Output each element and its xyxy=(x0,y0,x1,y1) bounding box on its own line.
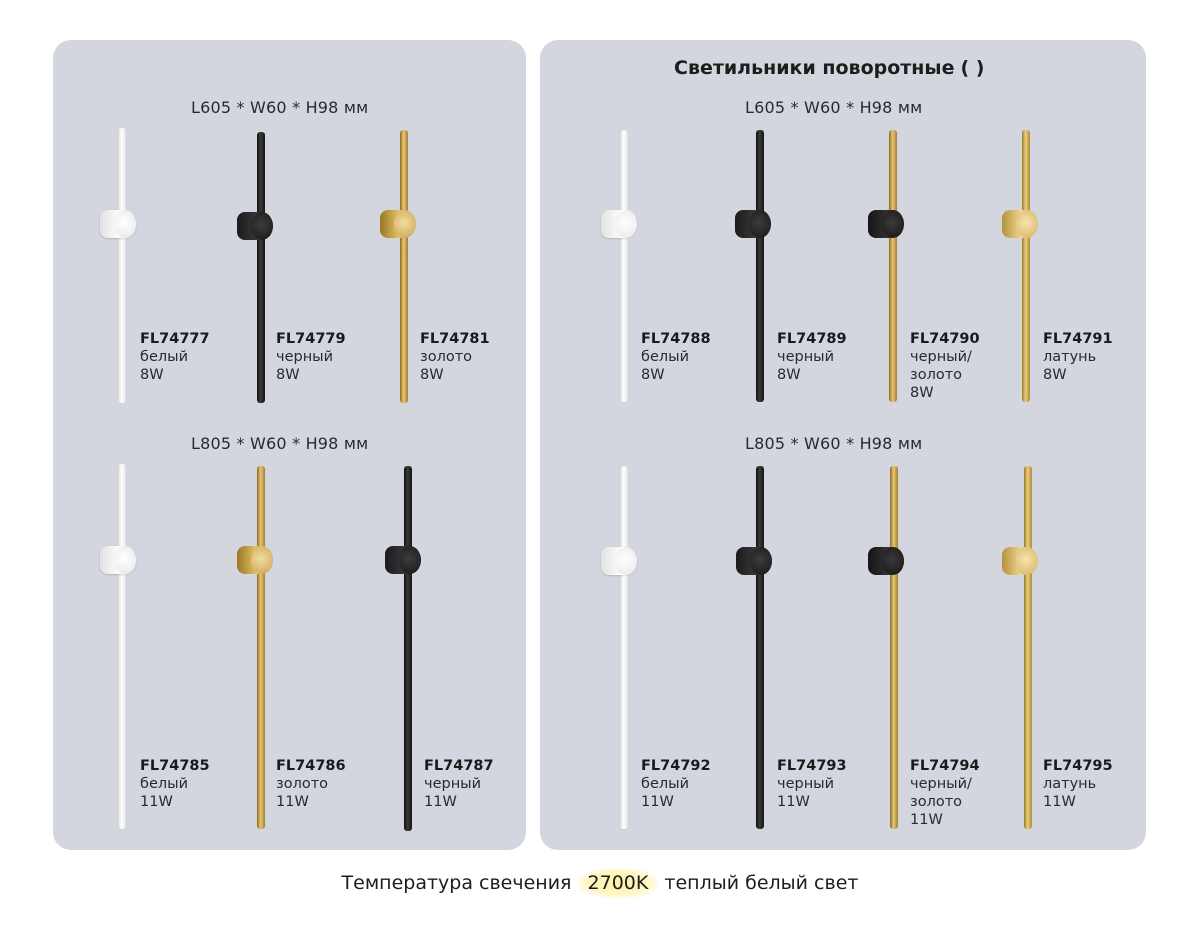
product-code: FL74793 xyxy=(777,758,847,774)
lamp-rod xyxy=(257,466,265,829)
product-code: FL74789 xyxy=(777,331,847,347)
product-power: 8W xyxy=(140,367,164,383)
product-color: золото xyxy=(420,349,473,365)
product-color: черный xyxy=(276,349,334,365)
lamp-rod xyxy=(118,464,126,829)
lamp-head xyxy=(1002,547,1038,575)
dimensions-label-805: L805 * W60 * H98 мм xyxy=(191,434,369,453)
product-power: 8W xyxy=(420,367,444,383)
product-power: 8W xyxy=(276,367,300,383)
product-power: 11W xyxy=(777,794,810,810)
dimensions-label-605: L605 * W60 * H98 мм xyxy=(191,98,369,117)
lamp-rod xyxy=(890,466,898,829)
footer-prefix: Температура свечения xyxy=(341,872,572,894)
product-info: FL74787 черный 11W xyxy=(424,757,494,811)
product-code: FL74787 xyxy=(424,758,494,774)
product-info: FL74777 белый 8W xyxy=(140,330,210,384)
product-info: FL74781 золото 8W xyxy=(420,330,490,384)
product-code: FL74786 xyxy=(276,758,346,774)
product-power: 8W xyxy=(910,385,934,401)
lamp-head xyxy=(735,210,771,238)
lamp-rod xyxy=(404,466,412,831)
product-color: черный xyxy=(777,349,835,365)
lamp-head xyxy=(736,547,772,575)
product-code: FL74790 xyxy=(910,331,980,347)
product-color: черный xyxy=(424,776,482,792)
product-info: FL74795 латунь 11W xyxy=(1043,757,1113,811)
rotating-lights-heading: Светильники поворотные( ) xyxy=(674,57,984,79)
product-code: FL74795 xyxy=(1043,758,1113,774)
product-code: FL74794 xyxy=(910,758,980,774)
lamp-rod xyxy=(1022,130,1030,402)
product-code: FL74788 xyxy=(641,331,711,347)
lamp-head xyxy=(380,210,416,238)
product-color: золото xyxy=(276,776,329,792)
color-temperature-note: Температура свечения 2700K теплый белый … xyxy=(0,868,1200,898)
product-power: 8W xyxy=(641,367,665,383)
dimensions-label-805: L805 * W60 * H98 мм xyxy=(745,434,923,453)
lamp-rod xyxy=(756,466,764,829)
right-panel: Светильники поворотные( ) L605 * W60 * H… xyxy=(540,40,1146,850)
product-power: 8W xyxy=(777,367,801,383)
lamp-head xyxy=(100,210,136,238)
product-power: 11W xyxy=(1043,794,1076,810)
lamp-head xyxy=(868,547,904,575)
product-power: 11W xyxy=(641,794,674,810)
lamp-head xyxy=(100,546,136,574)
product-color: черный/ xyxy=(910,349,972,365)
product-power: 11W xyxy=(140,794,173,810)
product-power: 11W xyxy=(910,812,943,828)
product-code: FL74792 xyxy=(641,758,711,774)
lamp-rod xyxy=(756,130,764,402)
product-info: FL74786 золото 11W xyxy=(276,757,346,811)
product-info: FL74788 белый 8W xyxy=(641,330,711,384)
lamp-rod xyxy=(118,128,126,403)
lamp-head xyxy=(385,546,421,574)
product-info: FL74785 белый 11W xyxy=(140,757,210,811)
rotate-icon: ( ) xyxy=(960,57,985,79)
product-info: FL74792 белый 11W xyxy=(641,757,711,811)
lamp-rod xyxy=(620,466,628,829)
product-power: 11W xyxy=(276,794,309,810)
lamp-head xyxy=(601,210,637,238)
product-color: латунь xyxy=(1043,349,1097,365)
color-temperature-highlight: 2700K xyxy=(577,868,659,898)
product-color: латунь xyxy=(1043,776,1097,792)
product-color-2: золото xyxy=(910,367,963,383)
lamp-head xyxy=(1002,210,1038,238)
product-info: FL74794 черный/ золото 11W xyxy=(910,757,980,829)
product-info: FL74779 черный 8W xyxy=(276,330,346,384)
lamp-rod xyxy=(620,130,628,402)
product-code: FL74777 xyxy=(140,331,210,347)
lamp-rod xyxy=(1024,466,1032,829)
product-color: черный xyxy=(777,776,835,792)
lamp-rod xyxy=(400,130,408,403)
product-color: белый xyxy=(641,776,690,792)
product-code: FL74781 xyxy=(420,331,490,347)
heading-text: Светильники поворотные xyxy=(674,57,955,79)
product-color: черный/ xyxy=(910,776,972,792)
left-panel: L605 * W60 * H98 мм L805 * W60 * H98 мм xyxy=(53,40,526,850)
lamp-head xyxy=(601,547,637,575)
lamp-head xyxy=(237,212,273,240)
product-info: FL74791 латунь 8W xyxy=(1043,330,1113,384)
product-color: белый xyxy=(641,349,690,365)
product-power: 11W xyxy=(424,794,457,810)
dimensions-label-605: L605 * W60 * H98 мм xyxy=(745,98,923,117)
product-color: белый xyxy=(140,349,189,365)
product-code: FL74779 xyxy=(276,331,346,347)
lamp-head xyxy=(237,546,273,574)
footer-suffix: теплый белый свет xyxy=(664,872,859,894)
lamp-rod xyxy=(889,130,897,402)
product-info: FL74790 черный/ золото 8W xyxy=(910,330,980,402)
product-code: FL74791 xyxy=(1043,331,1113,347)
product-info: FL74793 черный 11W xyxy=(777,757,847,811)
product-color-2: золото xyxy=(910,794,963,810)
lamp-rod xyxy=(257,132,265,403)
product-info: FL74789 черный 8W xyxy=(777,330,847,384)
product-code: FL74785 xyxy=(140,758,210,774)
lamp-head xyxy=(868,210,904,238)
product-power: 8W xyxy=(1043,367,1067,383)
product-color: белый xyxy=(140,776,189,792)
